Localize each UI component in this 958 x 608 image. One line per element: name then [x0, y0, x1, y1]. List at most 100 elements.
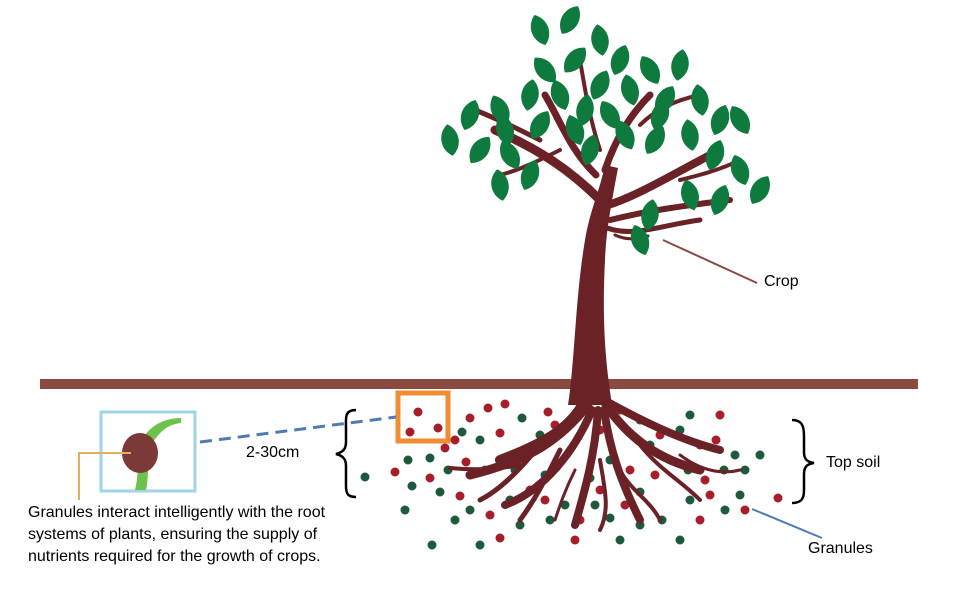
leaf — [640, 56, 660, 84]
leaf — [530, 14, 550, 46]
granule — [427, 540, 437, 550]
granule — [650, 470, 660, 480]
granule — [413, 407, 423, 417]
granule — [483, 403, 493, 413]
granule — [495, 428, 505, 438]
leaf — [576, 94, 594, 126]
leaf — [630, 224, 650, 256]
leaf — [621, 74, 639, 106]
granule — [755, 450, 765, 460]
roots — [448, 395, 742, 532]
top-soil-brace-icon — [791, 418, 815, 505]
granule — [450, 515, 460, 525]
leaf — [500, 141, 520, 169]
granule — [495, 533, 505, 543]
leaf — [441, 124, 459, 156]
granules-leader-line — [751, 508, 823, 539]
granule — [625, 465, 635, 475]
granule — [685, 410, 695, 420]
description-text: Granules interact intelligently with the… — [28, 504, 326, 565]
leaf — [590, 70, 610, 100]
granule — [400, 505, 410, 515]
granule — [705, 490, 715, 500]
leaf — [581, 134, 599, 166]
granule — [773, 493, 783, 503]
granule — [457, 427, 467, 437]
granule — [465, 413, 475, 423]
leaf — [491, 169, 509, 201]
granule — [461, 457, 471, 467]
granule — [465, 505, 475, 515]
leaf — [610, 44, 630, 76]
leaf — [615, 120, 635, 150]
depth-brace-icon — [335, 408, 357, 499]
leaf — [560, 6, 580, 34]
root-inset-granule — [122, 433, 158, 473]
leaf — [530, 111, 550, 139]
granule — [740, 505, 750, 515]
granule — [360, 472, 370, 482]
granule — [700, 475, 710, 485]
leaf — [710, 184, 730, 216]
leaf — [460, 99, 480, 131]
granule — [425, 473, 435, 483]
granule — [715, 410, 725, 420]
granules-label: Granules — [808, 540, 873, 557]
leaf — [645, 126, 665, 154]
leaf — [681, 119, 699, 151]
granule — [560, 500, 570, 510]
granule — [590, 500, 600, 510]
depth-label: 2-30cm — [246, 444, 300, 461]
leaf — [520, 159, 540, 191]
granule — [735, 490, 745, 500]
zoom-box — [395, 390, 451, 444]
granule — [540, 495, 550, 505]
top-soil-label: Top soil — [826, 454, 881, 471]
leaf — [550, 79, 570, 111]
ground-line — [40, 379, 918, 389]
crop-label: Crop — [764, 273, 799, 290]
granule — [433, 423, 443, 433]
granule — [425, 453, 435, 463]
leaf — [710, 104, 730, 136]
leaf — [563, 47, 587, 73]
granule — [390, 467, 400, 477]
granule — [720, 505, 730, 515]
leaf — [641, 199, 659, 231]
granule — [515, 520, 525, 530]
leaf — [600, 101, 620, 129]
leaf — [521, 79, 539, 111]
leaf — [750, 176, 770, 204]
granule — [675, 535, 685, 545]
granule — [435, 487, 445, 497]
granule — [740, 465, 750, 475]
granule — [685, 495, 695, 505]
tree-leaves — [441, 6, 770, 256]
granule — [543, 407, 553, 417]
leaf — [705, 139, 725, 171]
granule — [615, 535, 625, 545]
granule — [407, 481, 417, 491]
leaf — [730, 106, 750, 134]
leaf — [691, 84, 709, 116]
leaf — [671, 49, 689, 81]
leaf — [533, 57, 557, 83]
granule — [500, 399, 510, 409]
leaf — [681, 179, 699, 211]
granule — [730, 450, 740, 460]
granule — [517, 413, 527, 423]
granule — [620, 500, 630, 510]
granule — [405, 427, 415, 437]
granule — [695, 515, 705, 525]
granule — [485, 510, 495, 520]
zoom-dashed-line — [199, 415, 397, 444]
leaf — [650, 99, 670, 131]
description-leader-line — [78, 452, 131, 500]
crop-leader-line — [662, 239, 758, 284]
granule — [455, 491, 465, 501]
granule — [403, 455, 413, 465]
granule — [711, 435, 721, 445]
leaf — [496, 114, 514, 146]
granule — [570, 535, 580, 545]
